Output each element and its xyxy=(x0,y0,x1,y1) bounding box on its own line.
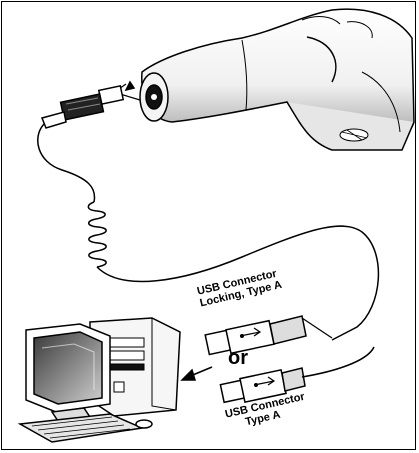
scanner-illustration xyxy=(140,9,414,150)
scanner-cable-connector xyxy=(42,82,140,128)
connection-arrow xyxy=(182,367,212,380)
label-or: or xyxy=(228,348,248,368)
usb-locking-type-a-plug xyxy=(205,316,332,354)
computer-illustration xyxy=(20,318,180,442)
